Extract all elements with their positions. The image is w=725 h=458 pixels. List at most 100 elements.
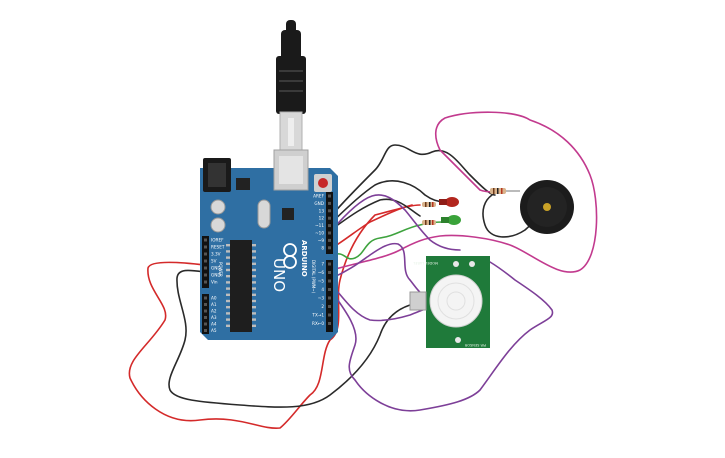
pin-label-digital-top: GND bbox=[314, 201, 324, 206]
chip-leg bbox=[226, 256, 230, 259]
header-pin-digital-bottom[interactable] bbox=[328, 313, 331, 317]
header-pin-digital-bottom[interactable] bbox=[328, 288, 331, 291]
chip-leg bbox=[252, 262, 256, 265]
wire-black-3[interactable] bbox=[331, 198, 421, 230]
header-pin-digital-top[interactable] bbox=[328, 201, 331, 205]
resistor-red-led[interactable] bbox=[422, 202, 436, 207]
header-pin-analog[interactable] bbox=[204, 296, 207, 300]
header-pin-digital-bottom[interactable] bbox=[328, 296, 331, 300]
chip-leg bbox=[226, 262, 230, 265]
header-pin-analog[interactable] bbox=[204, 322, 207, 326]
pin-label-power: RESET bbox=[211, 245, 225, 250]
chip-leg bbox=[252, 250, 256, 253]
wire-purple-3[interactable] bbox=[331, 261, 554, 412]
header-pin-analog[interactable] bbox=[204, 316, 207, 319]
pin-label-digital-bottom: 7 bbox=[321, 262, 324, 267]
chip-leg bbox=[226, 287, 230, 290]
usb-cable bbox=[276, 20, 306, 151]
arduino-logo bbox=[283, 243, 297, 269]
header-pin-analog[interactable] bbox=[204, 309, 207, 313]
atmega-chip bbox=[230, 240, 252, 332]
pin-label-analog: A4 bbox=[211, 322, 217, 327]
wires bbox=[128, 111, 598, 429]
led-green[interactable] bbox=[441, 215, 461, 225]
pin-label-power: IOREF bbox=[211, 238, 224, 243]
wire-black-1[interactable] bbox=[331, 144, 496, 216]
chip-leg bbox=[226, 306, 230, 309]
piezo-buzzer[interactable] bbox=[520, 180, 574, 234]
header-pin-analog[interactable] bbox=[204, 329, 207, 332]
header-pin-digital-bottom[interactable] bbox=[328, 305, 331, 308]
header-digital-bottom bbox=[326, 260, 333, 332]
pin-label-digital-top: 13 bbox=[319, 208, 325, 213]
header-pin-digital-bottom[interactable] bbox=[328, 262, 331, 266]
header-digital-top bbox=[326, 192, 333, 254]
header-pin-digital-top[interactable] bbox=[328, 194, 331, 198]
led-red[interactable] bbox=[439, 197, 459, 207]
pin-label-digital-bottom: ~6 bbox=[318, 270, 325, 275]
wire-purple-4[interactable] bbox=[331, 194, 461, 251]
chip-leg bbox=[252, 324, 256, 327]
pin-label-power: Vin bbox=[211, 280, 218, 285]
board-brand: ARDUINO bbox=[300, 240, 308, 277]
chip-leg bbox=[252, 244, 256, 247]
pin-label-analog: A0 bbox=[211, 296, 217, 301]
header-pin-power[interactable] bbox=[204, 273, 207, 277]
chip-leg bbox=[252, 293, 256, 296]
chip-leg bbox=[252, 306, 256, 309]
crystal bbox=[257, 199, 271, 229]
header-pin-digital-bottom[interactable] bbox=[328, 279, 331, 283]
header-pin-power[interactable] bbox=[204, 245, 207, 249]
header-analog bbox=[202, 294, 209, 334]
power-header-label: POWER bbox=[218, 262, 223, 277]
chip-leg bbox=[226, 312, 230, 315]
pin-label-digital-bottom: ~5 bbox=[318, 279, 325, 284]
resistor-green-led[interactable] bbox=[422, 220, 436, 225]
wire-red-led[interactable] bbox=[331, 204, 413, 249]
pin-label-analog: A5 bbox=[211, 328, 217, 333]
pin-label-analog: A3 bbox=[211, 315, 217, 320]
header-pin-digital-bottom[interactable] bbox=[328, 271, 331, 274]
pin-label-digital-bottom: TX→1 bbox=[311, 313, 324, 318]
buzzer-center bbox=[543, 203, 551, 211]
wire-black-2[interactable] bbox=[331, 180, 446, 223]
header-pin-digital-top[interactable] bbox=[328, 238, 331, 242]
wire-black-gnd[interactable] bbox=[168, 269, 411, 408]
header-pin-analog[interactable] bbox=[204, 303, 207, 306]
header-pin-digital-top[interactable] bbox=[328, 246, 331, 250]
header-pin-power[interactable] bbox=[204, 238, 207, 242]
pin-labels: IOREFRESET3.3V5VGNDGNDVinA0A1A2A3A4A5ARE… bbox=[204, 194, 331, 333]
header-pin-power[interactable] bbox=[204, 259, 207, 263]
wire-magenta[interactable] bbox=[331, 111, 598, 273]
header-pin-digital-bottom[interactable] bbox=[328, 322, 331, 325]
digital-header-label: DIGITAL (PWM~) bbox=[311, 260, 316, 294]
pir-sensor[interactable]: MODEL LABEL PIR SENSOR bbox=[409, 256, 490, 348]
chip-leg bbox=[226, 275, 230, 278]
header-pin-power[interactable] bbox=[204, 252, 207, 256]
chip-leg bbox=[226, 299, 230, 303]
wire-purple-1[interactable] bbox=[331, 242, 429, 296]
pin-label-digital-top: ~9 bbox=[318, 238, 325, 243]
header-pin-power[interactable] bbox=[204, 266, 207, 270]
header-pin-digital-top[interactable] bbox=[328, 231, 331, 235]
arduino-uno-board[interactable]: ARDUINO UNO IOREFRESET3.3V5VGNDGNDVinA0A… bbox=[200, 149, 338, 340]
pin-label-digital-top: AREF bbox=[313, 194, 324, 199]
header-pin-digital-top[interactable] bbox=[328, 209, 331, 213]
pin-label-digital-top: ~10 bbox=[315, 231, 324, 236]
header-pin-digital-top[interactable] bbox=[328, 224, 331, 228]
pin-label-power: GND bbox=[211, 273, 221, 278]
wire-purple-2[interactable] bbox=[331, 284, 429, 322]
chip-leg bbox=[252, 312, 256, 315]
pin-label-digital-bottom: 4 bbox=[321, 287, 324, 292]
chip-leg bbox=[252, 268, 256, 272]
pin-label-power: 5V bbox=[211, 259, 217, 264]
resistor-buzzer[interactable] bbox=[490, 188, 520, 194]
pin-label-digital-bottom: 2 bbox=[321, 304, 324, 309]
chip-leg bbox=[252, 318, 256, 321]
pir-bottom-label: PIR SENSOR bbox=[464, 343, 486, 347]
header-pin-power[interactable] bbox=[204, 280, 207, 284]
chip-leg bbox=[226, 318, 230, 321]
header-pin-digital-top[interactable] bbox=[328, 216, 331, 220]
pin-label-digital-top: 12 bbox=[319, 216, 325, 221]
